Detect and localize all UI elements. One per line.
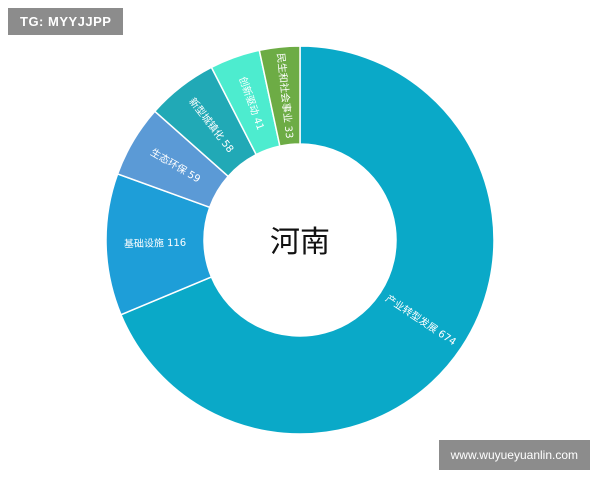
center-label: 河南 bbox=[270, 225, 330, 260]
watermark-bottom: www.wuyueyuanlin.com bbox=[438, 440, 590, 470]
watermark-top: TG: MYYJJPP bbox=[8, 8, 124, 35]
donut-slices bbox=[105, 45, 495, 435]
slice-label: 基础设施 116 bbox=[124, 236, 187, 250]
donut-slice bbox=[258, 45, 301, 148]
donut-slice bbox=[119, 45, 495, 435]
